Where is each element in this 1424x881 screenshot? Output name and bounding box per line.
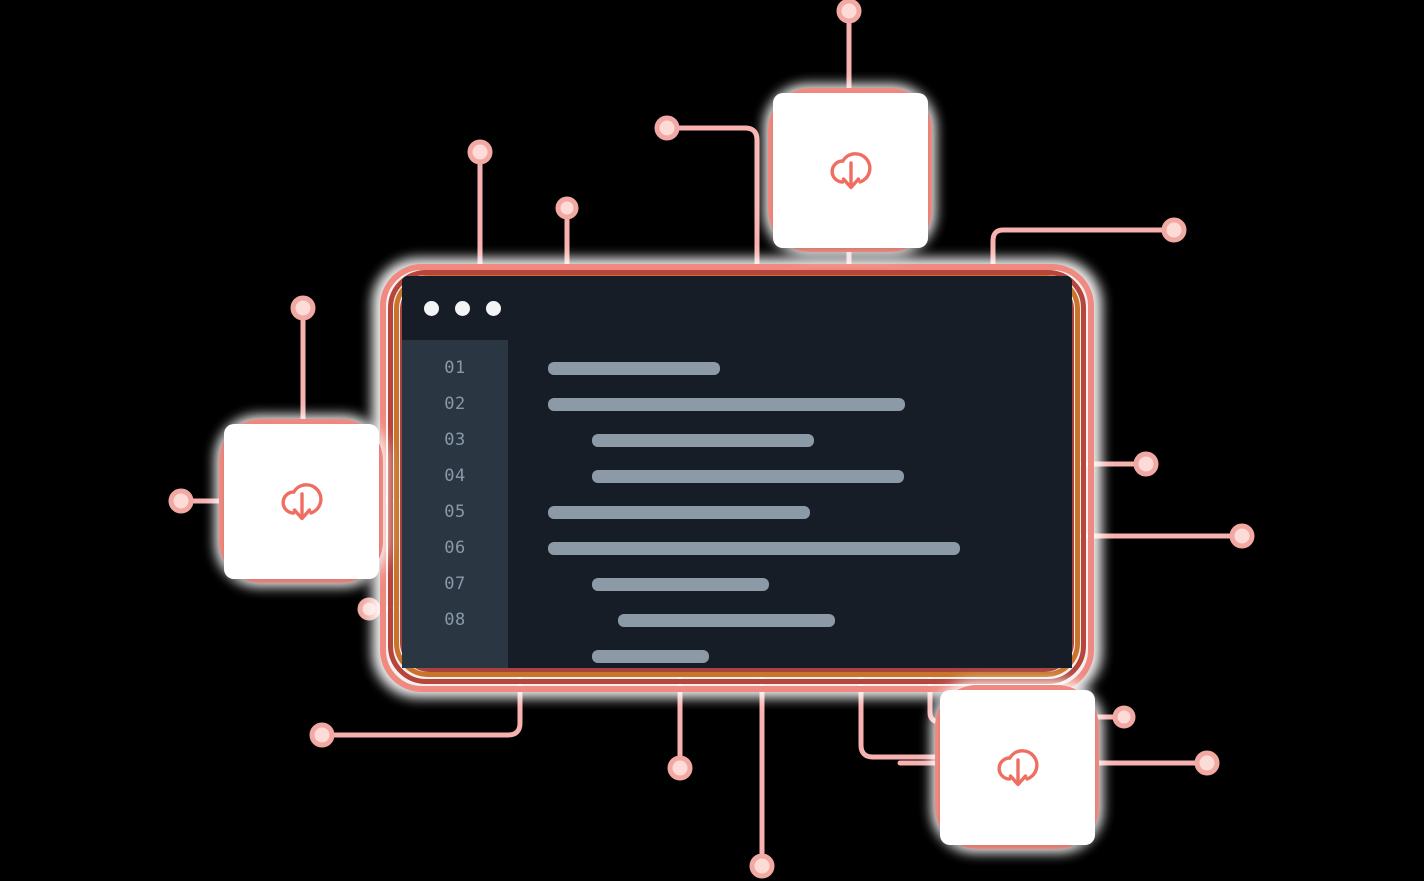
code-placeholder-bar <box>548 541 960 555</box>
code-placeholder-bar <box>618 613 835 627</box>
code-placeholder-bar <box>548 505 810 519</box>
wire-right-upper <box>990 227 1177 293</box>
window-ring-2 <box>388 270 1086 684</box>
line-number: 08 <box>444 610 466 630</box>
code-line-row <box>548 566 1072 602</box>
window-control-dot-maximize[interactable] <box>486 300 501 316</box>
code-placeholder-bar <box>592 649 709 663</box>
connector-node-dot <box>1161 217 1187 243</box>
connector-node-dot <box>168 488 194 514</box>
cloud-download-card-top-group <box>764 84 936 256</box>
line-number: 05 <box>444 502 466 522</box>
connector-node-dot <box>667 755 693 781</box>
line-number-gutter: 01 02 03 04 05 06 07 08 <box>402 340 508 668</box>
code-line-row <box>548 458 1072 494</box>
code-editor-window[interactable]: 01 02 03 04 05 06 07 08 <box>402 276 1072 668</box>
line-number: 01 <box>444 358 466 378</box>
cloud-download-icon <box>997 748 1039 786</box>
line-number: 02 <box>444 394 466 414</box>
code-placeholder-bar <box>548 397 905 411</box>
connector-node-dot <box>1112 705 1136 729</box>
card-ring-1 <box>219 419 383 583</box>
line-number: 03 <box>444 430 466 450</box>
connector-node-dot <box>749 853 775 879</box>
wire-top-left-elbow <box>664 125 760 283</box>
code-placeholder-bar <box>592 469 904 483</box>
connector-node-dot <box>309 722 335 748</box>
connector-node-dot <box>836 0 862 24</box>
connector-node-dot <box>290 295 316 321</box>
code-line-row <box>548 422 1072 458</box>
code-line-row <box>548 350 1072 386</box>
line-number: 04 <box>444 466 466 486</box>
code-line-row <box>548 638 1072 668</box>
code-line-row <box>548 386 1072 422</box>
window-control-dot-minimize[interactable] <box>455 300 470 316</box>
connector-node-dot <box>467 139 493 165</box>
connector-node-dot <box>1133 451 1159 477</box>
connector-node-dot <box>555 196 579 220</box>
code-line-row <box>548 494 1072 530</box>
code-placeholder-bar <box>548 361 720 375</box>
editor-body: 01 02 03 04 05 06 07 08 <box>402 340 1072 668</box>
code-line-row <box>548 530 1072 566</box>
window-control-dot-close[interactable] <box>424 300 439 316</box>
code-placeholder-bar <box>592 433 814 447</box>
line-number: 06 <box>444 538 466 558</box>
editor-window-group: 01 02 03 04 05 06 07 08 <box>372 258 1102 698</box>
wire-bottom-left <box>319 669 523 738</box>
code-content-area[interactable] <box>508 340 1072 668</box>
connector-node-dot <box>654 115 680 141</box>
connector-node-dot <box>1194 750 1220 776</box>
cloud-download-card-bottom-right[interactable] <box>940 690 1095 845</box>
cloud-download-card-left[interactable] <box>224 424 379 579</box>
cloud-download-icon <box>281 482 323 520</box>
line-number: 07 <box>444 574 466 594</box>
wire-window-to-br-card <box>858 673 943 760</box>
cloud-download-card-left-group <box>215 415 387 587</box>
window-titlebar <box>402 276 1072 340</box>
cloud-download-card-bottom-right-group <box>931 681 1103 853</box>
cloud-download-icon <box>830 151 872 189</box>
code-placeholder-bar <box>592 577 769 591</box>
connector-node-dot <box>1229 523 1255 549</box>
card-ring-1 <box>768 88 932 252</box>
cloud-download-card-top[interactable] <box>773 93 928 248</box>
code-line-row <box>548 602 1072 638</box>
card-ring-1 <box>935 685 1099 849</box>
